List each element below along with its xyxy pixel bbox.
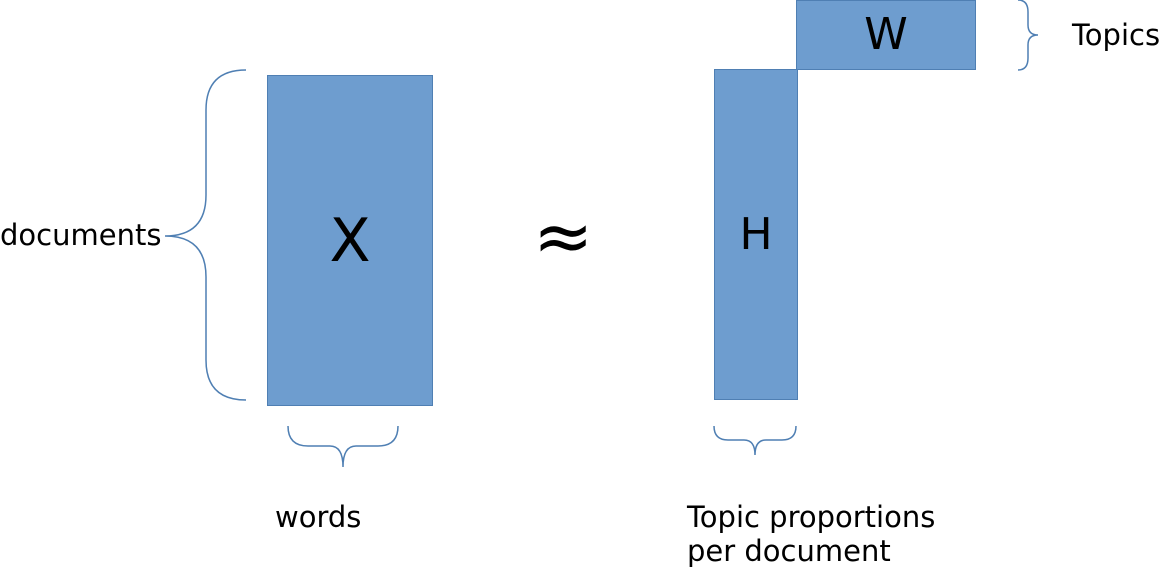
words-brace (287, 425, 399, 468)
topic-proportions-label: Topic proportions per document (687, 500, 935, 568)
matrix-w: W (796, 0, 976, 70)
documents-brace (164, 69, 247, 401)
matrix-w-letter: W (864, 9, 908, 60)
documents-label: documents (0, 218, 162, 252)
matrix-h: H (714, 69, 798, 400)
approx-symbol: ≈ (533, 194, 594, 278)
topics-label: Topics (1072, 18, 1159, 52)
topic-proportions-line1: Topic proportions (687, 500, 936, 534)
topics-brace (1017, 0, 1039, 71)
matrix-x-letter: X (329, 205, 371, 276)
matrix-h-letter: H (739, 208, 773, 260)
words-label: words (275, 500, 362, 534)
topic-proportions-line2: per document (687, 534, 891, 568)
matrix-x: X (267, 75, 433, 406)
topic-proportions-brace (713, 425, 797, 456)
